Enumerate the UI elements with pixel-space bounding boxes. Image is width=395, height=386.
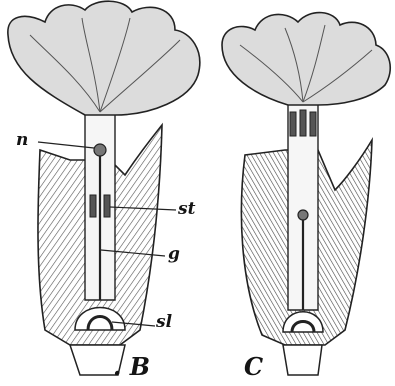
label-C: C (244, 355, 263, 379)
flower-c (222, 13, 390, 375)
flower-c-receptacle (283, 345, 322, 375)
label-B: . B (113, 355, 150, 379)
flower-c-corolla-limb (222, 13, 390, 105)
flower-c-stigma (298, 210, 308, 220)
label-g: g (168, 246, 180, 263)
label-st: st (178, 201, 195, 218)
label-sl: sl (156, 314, 172, 331)
flower-b-corolla-limb (8, 1, 200, 115)
flower-b-stigma (94, 144, 106, 156)
label-n: n (16, 132, 28, 149)
